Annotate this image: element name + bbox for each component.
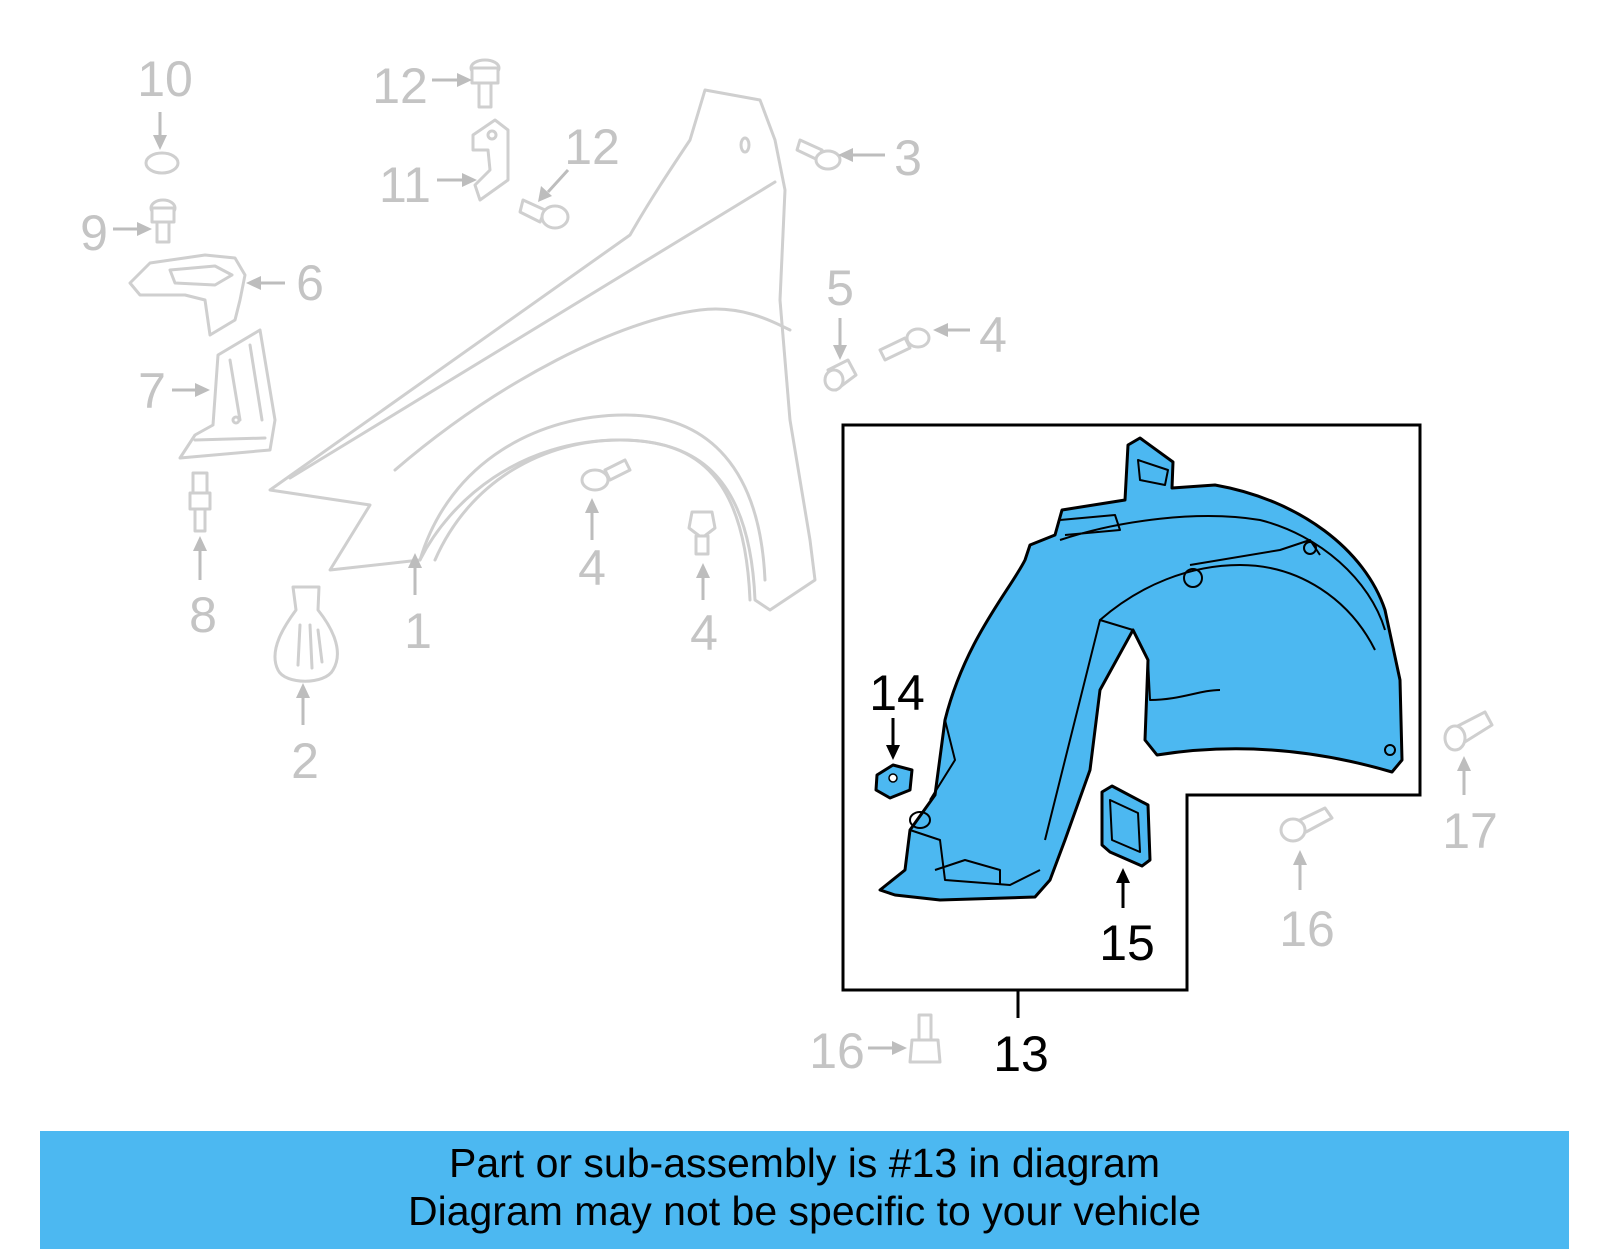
bolt-part-9 <box>149 198 177 244</box>
callout-17: 17 <box>1442 803 1498 859</box>
fender-part-1 <box>268 88 817 612</box>
bracket-part-6 <box>128 253 247 337</box>
boot-part-2 <box>273 585 339 683</box>
callout-labels: 1 2 3 4 4 4 5 6 7 8 9 10 11 12 12 13 14 … <box>80 51 1498 1082</box>
callout-6: 6 <box>296 255 324 311</box>
callout-13: 13 <box>993 1026 1049 1082</box>
washer-part-10 <box>144 151 180 175</box>
bolt-part-12-top <box>469 58 501 109</box>
callout-4-middle: 4 <box>690 605 718 661</box>
callout-4-left: 4 <box>578 540 606 596</box>
callout-9: 9 <box>80 205 108 261</box>
callout-5: 5 <box>826 260 854 316</box>
bolt-part-4-left <box>580 458 632 492</box>
bolt-part-4-middle <box>687 510 717 556</box>
bolt-part-16-right <box>1279 806 1334 843</box>
black-leader-arrows <box>886 718 1130 908</box>
highlight-box-13 <box>841 423 1422 1018</box>
clip-part-17 <box>1443 710 1494 752</box>
bracket-part-7 <box>178 328 277 460</box>
callout-12-middle: 12 <box>564 119 620 175</box>
callout-2: 2 <box>291 733 319 789</box>
info-banner: Part or sub-assembly is #13 in diagram D… <box>40 1131 1569 1249</box>
callout-8: 8 <box>189 587 217 643</box>
callout-11: 11 <box>379 157 431 213</box>
callout-3: 3 <box>894 130 922 186</box>
banner-line-part-number: Part or sub-assembly is #13 in diagram <box>449 1140 1160 1186</box>
fender-liner-part-13[interactable] <box>878 436 1404 902</box>
bolt-part-4-right <box>878 327 931 362</box>
stud-part-8 <box>188 471 212 533</box>
callout-7: 7 <box>138 363 166 419</box>
callout-10: 10 <box>137 51 193 107</box>
grey-leader-arrows <box>113 73 1471 1055</box>
callout-4-right: 4 <box>979 307 1007 363</box>
bolt-part-16-bottom <box>908 1013 942 1064</box>
bolt-part-3 <box>795 138 842 171</box>
bushing-part-5 <box>823 358 858 392</box>
callout-14: 14 <box>869 665 925 721</box>
callout-15: 15 <box>1099 915 1155 971</box>
bolt-part-12-middle <box>518 198 570 230</box>
clip-part-14[interactable] <box>874 763 914 800</box>
bracket-part-11 <box>471 118 510 202</box>
callout-16-right: 16 <box>1279 901 1335 957</box>
callout-16-bottom: 16 <box>809 1023 865 1079</box>
callout-12-top: 12 <box>372 58 428 114</box>
pad-part-15[interactable] <box>1100 784 1152 868</box>
callout-1: 1 <box>404 603 432 659</box>
banner-line-disclaimer: Diagram may not be specific to your vehi… <box>407 1188 1201 1234</box>
